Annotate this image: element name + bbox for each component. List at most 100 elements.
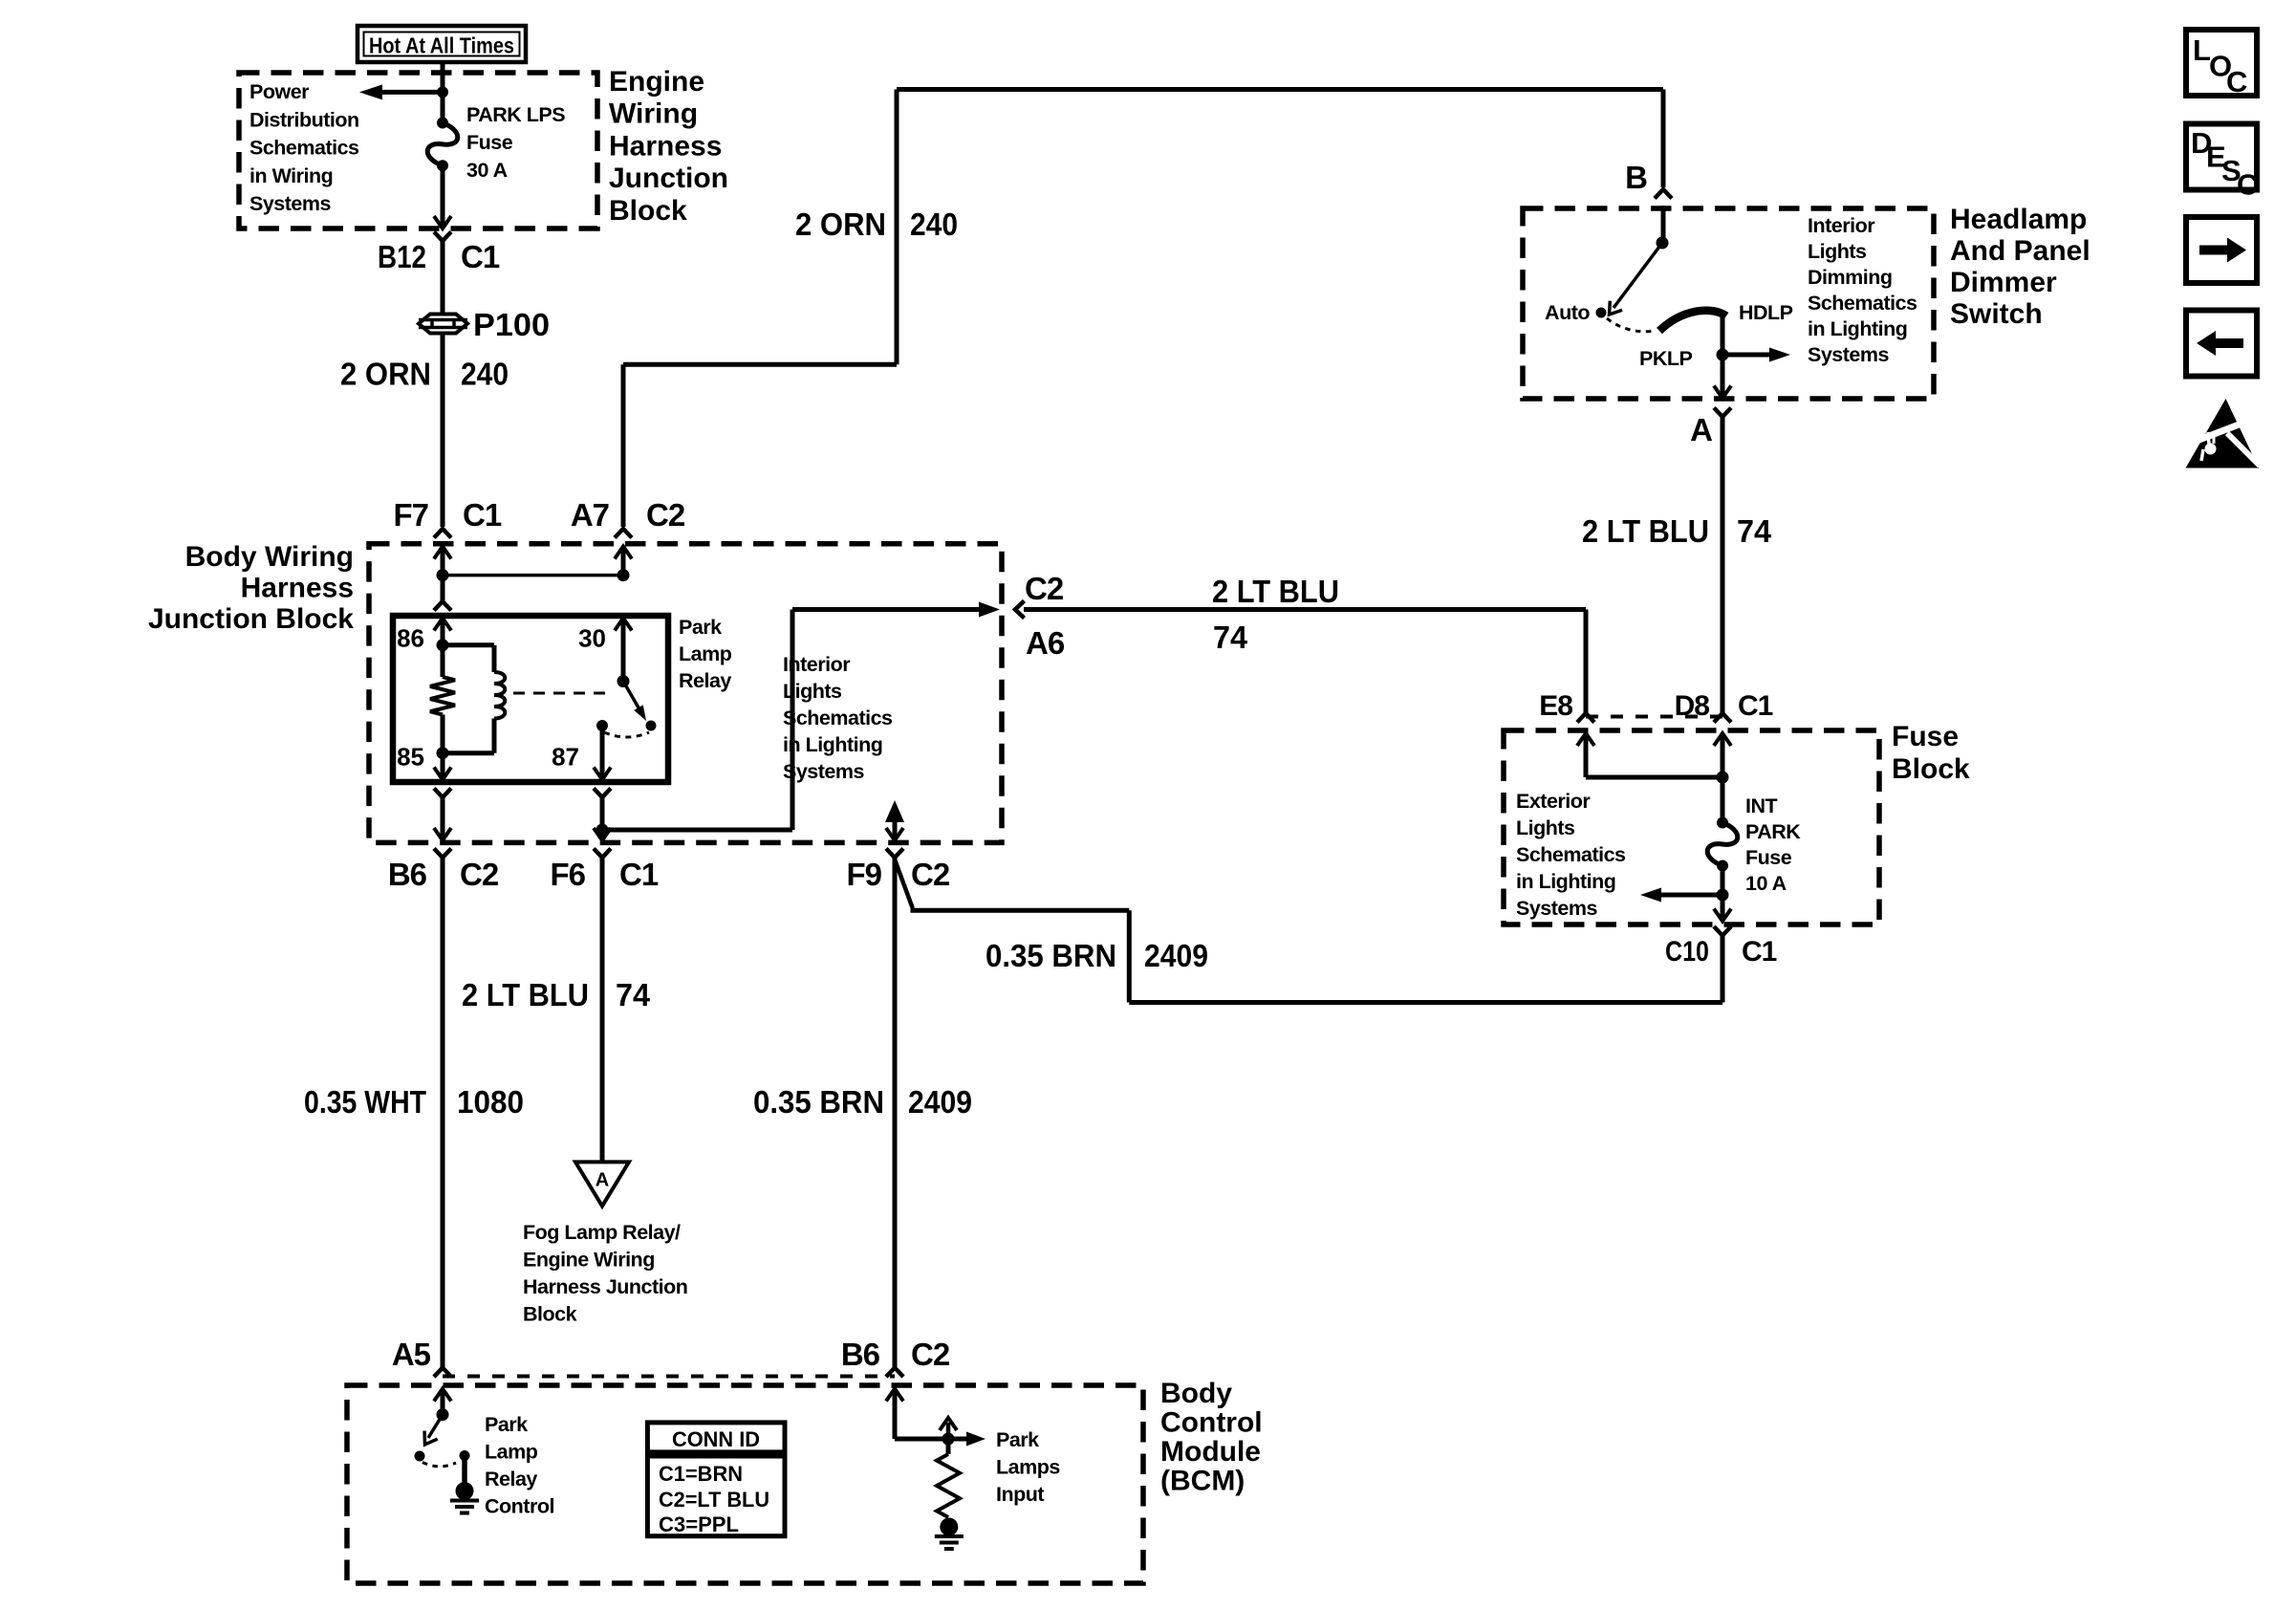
svg-text:Harness: Harness [609,130,722,162]
svg-text:A7: A7 [571,497,609,533]
svg-text:Systems: Systems [1808,343,1889,366]
svg-text:Lamp: Lamp [679,642,732,665]
svg-text:Body Wiring: Body Wiring [185,541,354,573]
svg-text:Lamps: Lamps [996,1456,1060,1479]
svg-text:Input: Input [996,1483,1044,1506]
svg-text:Switch: Switch [1950,298,2043,330]
svg-text:0.35 BRN: 0.35 BRN [986,938,1116,973]
svg-text:C1: C1 [619,857,659,892]
svg-text:Control: Control [1160,1407,1263,1439]
svg-text:Fog Lamp Relay/: Fog Lamp Relay/ [523,1221,681,1244]
svg-text:Headlamp: Headlamp [1950,204,2087,235]
svg-text:Lights: Lights [1808,240,1867,263]
svg-text:Systems: Systems [1516,897,1597,920]
svg-text:C3=PPL: C3=PPL [659,1512,739,1536]
svg-text:E: E [2206,141,2226,174]
svg-text:10 A: 10 A [1745,872,1787,895]
svg-text:A6: A6 [1026,625,1065,661]
svg-text:Fuse: Fuse [1892,721,1959,752]
svg-text:Harness Junction: Harness Junction [523,1275,687,1298]
svg-text:2 ORN: 2 ORN [795,207,886,242]
svg-text:INT: INT [1745,794,1778,817]
svg-text:87: 87 [552,743,579,772]
svg-text:Exterior: Exterior [1516,790,1591,813]
svg-text:(BCM): (BCM) [1160,1466,1245,1497]
svg-text:Block: Block [609,195,687,227]
svg-text:HDLP: HDLP [1739,301,1793,324]
svg-text:1080: 1080 [457,1084,524,1120]
svg-text:2 LT BLU: 2 LT BLU [1212,574,1339,609]
svg-text:Lights: Lights [783,680,842,703]
svg-text:Dimmer: Dimmer [1950,267,2057,298]
svg-text:85: 85 [397,743,424,772]
svg-text:And Panel: And Panel [1950,235,2090,267]
svg-text:Wiring: Wiring [609,98,698,130]
svg-text:E8: E8 [1539,690,1572,722]
svg-text:Engine: Engine [609,66,704,98]
svg-text:74: 74 [616,977,651,1012]
svg-text:C2: C2 [911,857,950,892]
svg-text:in Lighting: in Lighting [1516,870,1615,893]
svg-text:2409: 2409 [908,1084,972,1120]
svg-text:Harness: Harness [241,573,354,604]
svg-text:D: D [2191,126,2212,160]
svg-text:Auto: Auto [1545,301,1590,324]
svg-text:Block: Block [1892,753,1970,785]
svg-text:Block: Block [523,1303,577,1326]
svg-text:B: B [1625,160,1647,195]
svg-text:Power: Power [249,80,310,103]
svg-text:in Lighting: in Lighting [783,733,882,756]
svg-text:0.35 BRN: 0.35 BRN [753,1084,884,1120]
svg-text:Interior: Interior [783,653,851,676]
svg-text:B6: B6 [388,857,427,892]
svg-text:Dimming: Dimming [1808,266,1892,289]
svg-text:in Lighting: in Lighting [1808,317,1907,340]
svg-text:Control: Control [485,1495,554,1518]
svg-text:Systems: Systems [783,760,864,783]
svg-text:30: 30 [578,624,606,653]
svg-text:0.35 WHT: 0.35 WHT [304,1084,426,1120]
svg-text:2 LT BLU: 2 LT BLU [1582,513,1709,549]
svg-text:A5: A5 [392,1337,431,1372]
svg-text:C2: C2 [460,857,499,892]
svg-text:C1: C1 [1738,690,1773,722]
svg-text:Engine Wiring: Engine Wiring [523,1249,655,1272]
svg-text:2 LT BLU: 2 LT BLU [462,977,589,1012]
svg-text:240: 240 [910,207,958,242]
svg-text:B6: B6 [841,1337,880,1372]
svg-text:C10: C10 [1665,936,1709,968]
svg-text:Junction Block: Junction Block [148,603,354,635]
svg-text:C: C [2226,65,2247,98]
svg-text:2 ORN: 2 ORN [340,357,431,392]
svg-text:P100: P100 [473,307,550,342]
svg-text:F9: F9 [846,857,881,892]
svg-text:Park: Park [996,1428,1039,1451]
svg-text:Fuse: Fuse [466,131,513,154]
svg-text:30 A: 30 A [466,159,508,182]
svg-text:PARK: PARK [1745,820,1801,843]
svg-text:Park: Park [485,1413,528,1436]
svg-text:Lamp: Lamp [485,1441,538,1464]
svg-text:Junction: Junction [609,163,728,194]
svg-text:2409: 2409 [1144,938,1208,973]
svg-text:C1: C1 [1742,936,1777,968]
svg-text:74: 74 [1213,620,1248,655]
svg-text:B12: B12 [378,239,426,274]
svg-text:Module: Module [1160,1436,1261,1468]
svg-text:C2: C2 [646,497,685,533]
svg-text:Relay: Relay [485,1468,537,1490]
svg-text:F7: F7 [393,497,428,533]
svg-text:C1: C1 [463,497,502,533]
svg-text:S: S [2221,154,2242,187]
svg-text:A: A [1690,412,1712,447]
svg-text:Body: Body [1160,1378,1232,1409]
svg-text:Systems: Systems [249,192,331,215]
svg-text:C1: C1 [461,239,500,274]
svg-text:F6: F6 [550,857,585,892]
svg-text:Relay: Relay [679,669,731,692]
svg-text:L: L [2193,33,2211,67]
svg-text:PKLP: PKLP [1639,347,1693,370]
svg-text:A: A [596,1170,609,1191]
svg-text:O: O [2209,50,2232,83]
svg-text:86: 86 [397,624,424,653]
